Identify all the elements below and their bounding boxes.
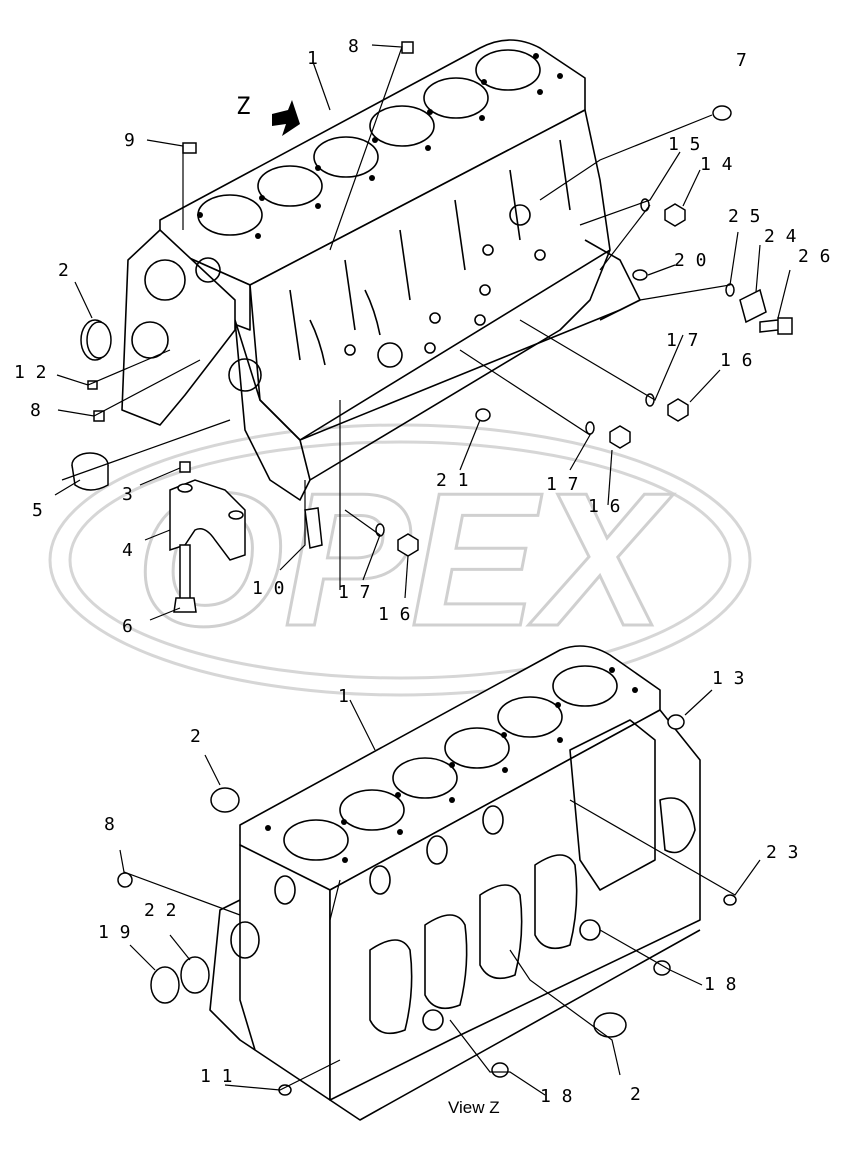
label-24: 2 4	[764, 226, 797, 247]
plug-14	[664, 203, 686, 227]
label-3: 3	[122, 484, 133, 505]
label-8-left: 8	[30, 400, 41, 421]
label-18-b: 1 8	[704, 974, 737, 995]
expansion-plug-2b	[210, 787, 240, 813]
opex-watermark: OPEX	[48, 423, 752, 697]
label-14: 1 4	[700, 154, 733, 175]
view-z-arrow: Z	[236, 92, 300, 136]
label-6: 6	[122, 616, 133, 637]
plug-20	[632, 269, 648, 281]
sleeve-10	[304, 507, 323, 549]
plug-8-bottom	[117, 872, 133, 888]
plug-13	[667, 714, 685, 730]
label-8-top: 8	[348, 36, 359, 57]
o-ring-17c	[375, 523, 385, 537]
label-2-mid: 2	[190, 726, 201, 747]
plug-8-left	[93, 410, 105, 422]
plug-23	[723, 894, 737, 906]
label-17-b: 1 7	[546, 474, 579, 495]
label-8-bottom: 8	[104, 814, 115, 835]
label-1-top: 1	[307, 48, 318, 69]
plug-9	[182, 142, 197, 154]
label-13: 1 3	[712, 668, 745, 689]
label-10: 1 0	[252, 578, 285, 599]
label-21: 2 1	[436, 470, 469, 491]
label-12: 1 2	[14, 362, 47, 383]
label-4: 4	[122, 540, 133, 561]
label-23: 2 3	[766, 842, 799, 863]
label-17-c: 1 7	[338, 582, 371, 603]
cylinder-block-top	[121, 39, 641, 501]
label-25: 2 5	[728, 206, 761, 227]
label-16-a: 1 6	[720, 350, 753, 371]
label-18-a: 1 8	[540, 1086, 573, 1107]
leader-lines-bottom	[119, 689, 761, 1096]
plug-16a	[667, 398, 689, 422]
label-7: 7	[736, 50, 747, 71]
leader-lines-top	[54, 44, 791, 621]
o-ring-17b	[585, 421, 595, 435]
bearing-cap-4	[169, 479, 246, 561]
label-9: 9	[124, 130, 135, 151]
expansion-plug-2c	[593, 1012, 627, 1038]
label-2-bottom: 2	[630, 1084, 641, 1105]
label-1-bottom: 1	[338, 686, 349, 707]
watermark-text: OPEX	[136, 454, 674, 666]
plug-16b	[609, 425, 631, 449]
callout-labels: 1 8 7 9 1 5 1 4 2 5 2 4 2 6 2 0 2 1 7 1 …	[14, 36, 831, 1107]
label-15: 1 5	[668, 134, 701, 155]
loose-parts-bottom	[117, 714, 737, 1096]
plug-8-top	[401, 41, 414, 54]
cover-plate-24	[739, 288, 767, 324]
label-20: 2 0	[674, 250, 707, 271]
dowel-3	[179, 461, 191, 473]
cylinder-block-view-z	[209, 645, 701, 1121]
bolt-26	[759, 317, 793, 335]
plug-18a	[491, 1062, 509, 1078]
plug-18b	[653, 960, 671, 976]
label-2-top: 2	[58, 260, 69, 281]
label-11: 1 1	[200, 1066, 233, 1087]
plug-21	[475, 408, 491, 422]
label-26: 2 6	[798, 246, 831, 267]
seal-22	[180, 956, 210, 994]
expansion-plug-19	[150, 966, 180, 1004]
plug-16c	[397, 533, 419, 557]
label-16-c: 1 6	[378, 604, 411, 625]
label-22: 2 2	[144, 900, 177, 921]
view-z-caption: View Z	[448, 1098, 500, 1117]
plug-7	[712, 105, 732, 121]
label-17-a: 1 7	[666, 330, 699, 351]
cap-bolt-6	[179, 544, 191, 601]
label-19: 1 9	[98, 922, 131, 943]
label-16-b: 1 6	[588, 496, 621, 517]
label-5: 5	[32, 500, 43, 521]
view-marker-z: Z	[236, 92, 250, 120]
